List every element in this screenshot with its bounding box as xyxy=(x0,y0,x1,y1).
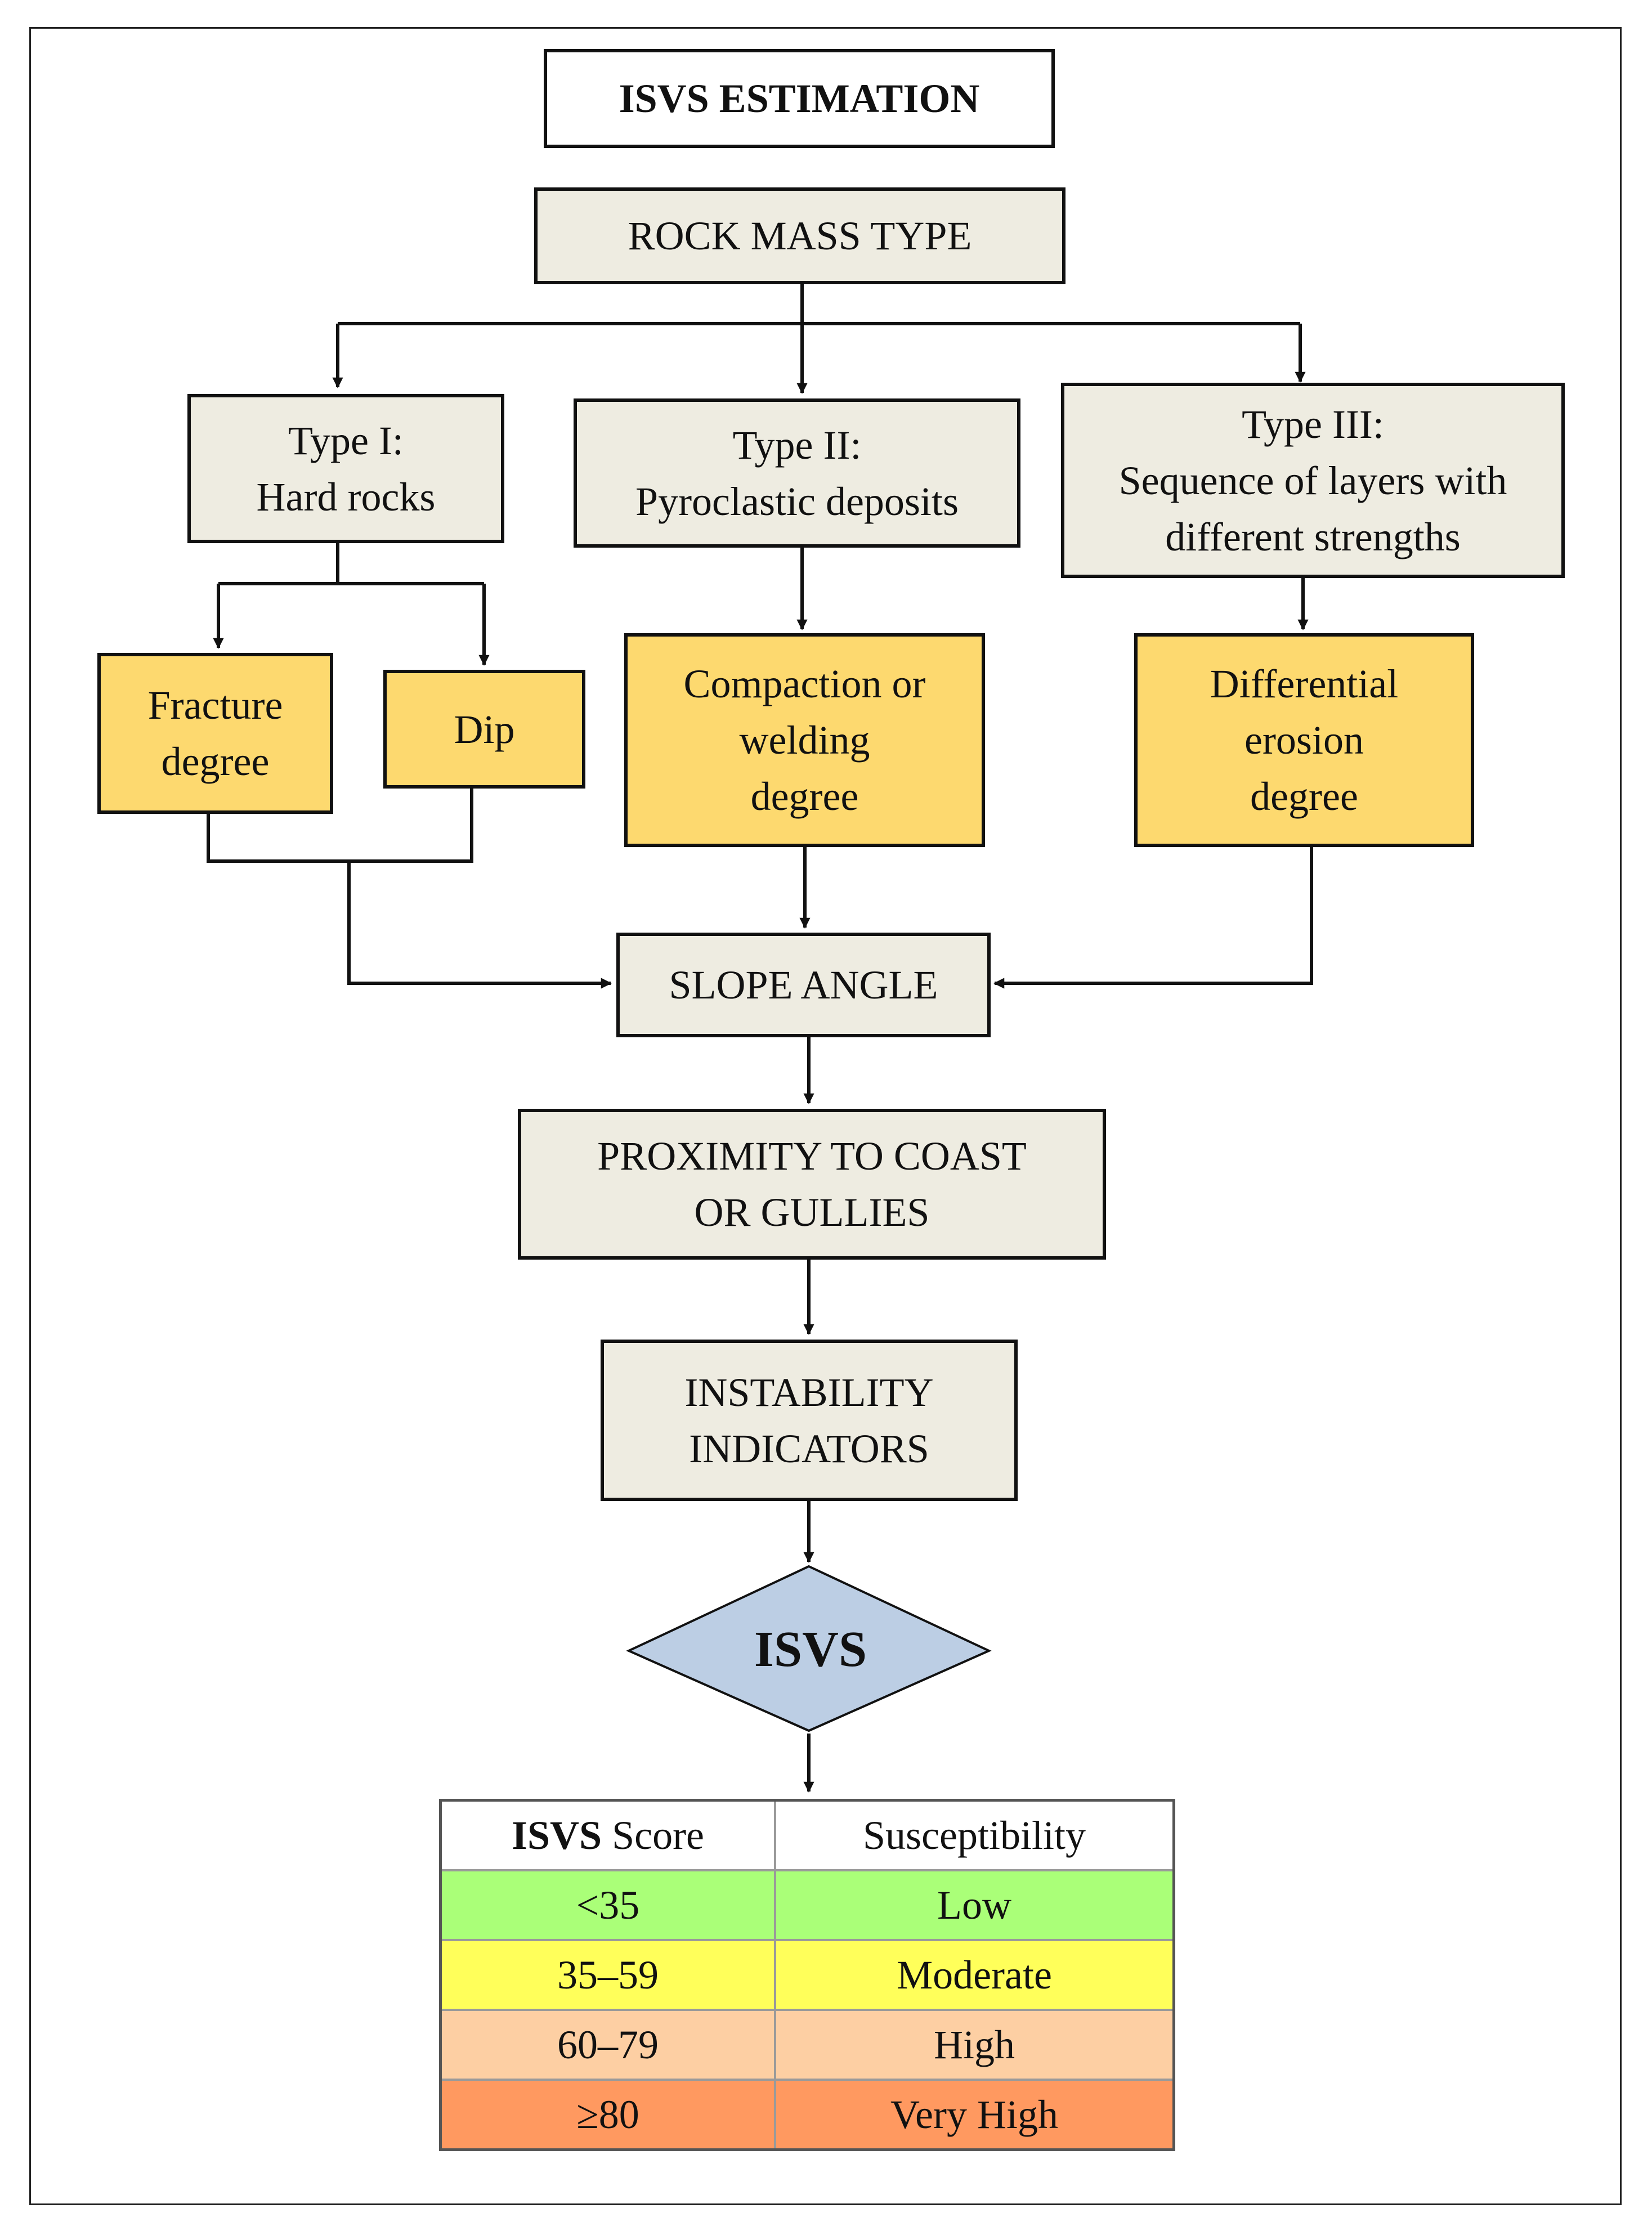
node-type1: Type I: Hard rocks xyxy=(187,394,504,543)
table-row: ≥80 Very High xyxy=(439,2079,1175,2151)
isvs-diamond-label: ISVS xyxy=(754,1621,867,1677)
isvs-diamond xyxy=(626,1565,992,1732)
score-cell: 60–79 xyxy=(439,2009,776,2081)
node-compaction-welding: Compaction or welding degree xyxy=(624,633,985,847)
score-cell: <35 xyxy=(439,1869,776,1941)
node-dip: Dip xyxy=(383,670,585,789)
score-cell: 35–59 xyxy=(439,1939,776,2011)
node-type3: Type III: Sequence of layers with differ… xyxy=(1061,383,1565,578)
arrow-to-slope-right xyxy=(993,847,1313,989)
susceptibility-cell: Moderate xyxy=(774,1939,1175,2011)
node-type2: Type II: Pyroclastic deposits xyxy=(574,398,1020,548)
header-susceptibility: Susceptibility xyxy=(774,1799,1175,1871)
node-slope-angle: SLOPE ANGLE xyxy=(616,933,991,1037)
susceptibility-cell: Low xyxy=(774,1869,1175,1941)
arrow-to-slope-left xyxy=(347,861,612,989)
title-box: ISVS ESTIMATION xyxy=(544,49,1055,148)
node-differential-erosion: Differential erosion degree xyxy=(1134,633,1474,847)
node-fracture-degree-label: Fracture degree xyxy=(147,683,283,784)
table-row: 60–79 High xyxy=(439,2009,1175,2081)
header-score-rest: Score xyxy=(602,1812,705,1858)
node-proximity-label: PROXIMITY TO COAST OR GULLIES xyxy=(597,1134,1027,1235)
susceptibility-cell: High xyxy=(774,2009,1175,2081)
node-proximity: PROXIMITY TO COAST OR GULLIES xyxy=(518,1109,1106,1260)
connector-fracture-dip-merge xyxy=(207,789,473,863)
node-dip-label: Dip xyxy=(454,706,515,752)
node-differential-erosion-label: Differential erosion degree xyxy=(1210,661,1399,819)
diagram-title: ISVS ESTIMATION xyxy=(619,76,980,121)
node-compaction-welding-label: Compaction or welding degree xyxy=(683,661,926,819)
node-rock-mass-type-label: ROCK MASS TYPE xyxy=(628,213,972,258)
susceptibility-table: ISVS Score Susceptibility <35 Low 35–59 … xyxy=(439,1799,1175,2151)
header-score-bold: ISVS xyxy=(511,1812,602,1858)
node-slope-angle-label: SLOPE ANGLE xyxy=(669,962,938,1007)
table-row: 35–59 Moderate xyxy=(439,1939,1175,2011)
table-header-row: ISVS Score Susceptibility xyxy=(439,1799,1175,1871)
node-instability-indicators-label: INSTABILITY INDICATORS xyxy=(684,1369,934,1471)
node-rock-mass-type: ROCK MASS TYPE xyxy=(534,187,1065,284)
susceptibility-cell: Very High xyxy=(774,2079,1175,2151)
diagram-frame xyxy=(29,27,1622,2205)
node-type2-label: Type II: Pyroclastic deposits xyxy=(635,422,959,524)
header-isvs-score: ISVS Score xyxy=(439,1799,776,1871)
score-cell: ≥80 xyxy=(439,2079,776,2151)
node-type3-label: Type III: Sequence of layers with differ… xyxy=(1118,401,1507,559)
node-instability-indicators: INSTABILITY INDICATORS xyxy=(601,1340,1018,1501)
node-type1-label: Type I: Hard rocks xyxy=(256,418,436,519)
node-fracture-degree: Fracture degree xyxy=(97,653,333,814)
table-row: <35 Low xyxy=(439,1869,1175,1941)
